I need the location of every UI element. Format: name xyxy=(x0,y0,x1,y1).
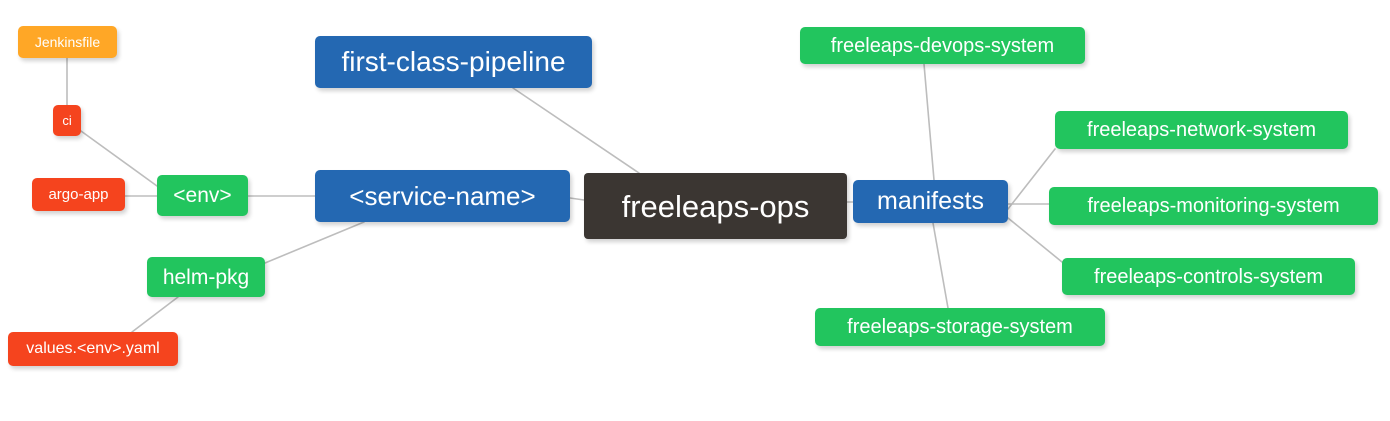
edge-service-name-ops xyxy=(569,197,585,201)
node-env[interactable]: <env> xyxy=(157,175,248,216)
node-freeleaps-controls-system[interactable]: freeleaps-controls-system xyxy=(1062,258,1355,295)
node-values-yaml[interactable]: values.<env>.yaml xyxy=(8,332,178,366)
node-manifests[interactable]: manifests xyxy=(853,180,1008,223)
edge-manifests-network xyxy=(1007,148,1056,210)
edge-service-name-helm-pkg xyxy=(264,221,365,264)
node-freeleaps-monitoring-system[interactable]: freeleaps-monitoring-system xyxy=(1049,187,1378,225)
node-service-name[interactable]: <service-name> xyxy=(315,170,570,222)
node-first-class-pipeline[interactable]: first-class-pipeline xyxy=(315,36,592,88)
node-ci[interactable]: ci xyxy=(53,105,81,136)
node-freeleaps-storage-system[interactable]: freeleaps-storage-system xyxy=(815,308,1105,346)
edge-manifests-storage xyxy=(932,222,949,309)
edge-manifests-devops xyxy=(923,63,935,181)
node-freeleaps-devops-system[interactable]: freeleaps-devops-system xyxy=(800,27,1085,64)
edge-first-class-pipeline-ops xyxy=(512,87,640,174)
node-freeleaps-ops[interactable]: freeleaps-ops xyxy=(584,173,847,239)
node-helm-pkg[interactable]: helm-pkg xyxy=(147,257,265,297)
node-jenkinsfile[interactable]: Jenkinsfile xyxy=(18,26,117,58)
edge-helm-pkg-values xyxy=(131,296,179,333)
node-freeleaps-network-system[interactable]: freeleaps-network-system xyxy=(1055,111,1348,149)
node-argo-app[interactable]: argo-app xyxy=(32,178,125,211)
